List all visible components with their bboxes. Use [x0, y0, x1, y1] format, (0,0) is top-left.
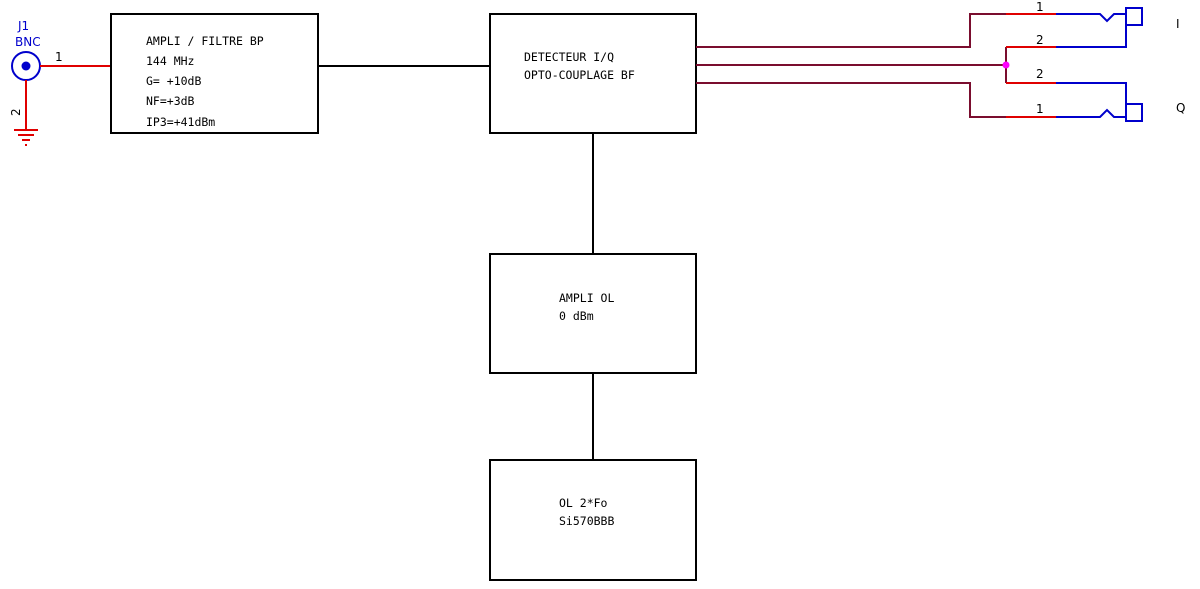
ol-line-2: Si570BBB [559, 514, 614, 528]
output-q-label: Q [1176, 101, 1185, 115]
j1-bnc-connector[interactable]: J1 BNC [11, 19, 41, 81]
output-nets [696, 13, 1056, 118]
detecteur-line-2: OPTO-COUPLAGE BF [524, 68, 635, 82]
ground-symbol [14, 129, 38, 146]
ol-line-1: OL 2*Fo [559, 496, 608, 510]
ampli-filtre-line-5: IP3=+41dBm [146, 115, 215, 129]
net-q-signal [696, 82, 1006, 118]
q-pin-top-number: 2 [1036, 67, 1044, 81]
j1-pin2-number: 2 [9, 108, 23, 116]
output-jack-q[interactable] [1056, 82, 1143, 122]
ampli-filtre-line-2: 144 MHz [146, 54, 194, 68]
bnc-center-pin [21, 61, 31, 71]
output-pin-stubs [1006, 13, 1056, 118]
junction-dot [1002, 61, 1010, 69]
j1-pin1-number: 1 [55, 50, 63, 64]
block-ampli-ol[interactable]: AMPLI OL 0 dBm [489, 253, 697, 374]
detecteur-line-1: DETECTEUR I/Q [524, 50, 614, 64]
ampli-filtre-line-4: NF=+3dB [146, 94, 195, 108]
net-i-signal [696, 13, 1006, 48]
ampli-ol-line-2: 0 dBm [559, 309, 594, 323]
output-jack-i[interactable] [1056, 7, 1143, 48]
q-pin-bottom-number: 1 [1036, 102, 1044, 116]
output-i-label: I [1176, 17, 1180, 31]
block-ol[interactable]: OL 2*Fo Si570BBB [489, 459, 697, 581]
block-detecteur-iq[interactable]: DETECTEUR I/Q OPTO-COUPLAGE BF [489, 13, 697, 134]
j1-value-label: BNC [15, 35, 41, 49]
block-ampli-filtre[interactable]: AMPLI / FILTRE BP 144 MHz G= +10dB NF=+3… [110, 13, 319, 134]
ampli-filtre-line-3: G= +10dB [146, 74, 201, 88]
j1-ref-label: J1 [17, 19, 29, 33]
ampli-filtre-line-1: AMPLI / FILTRE BP [146, 34, 264, 48]
ampli-ol-line-1: AMPLI OL [559, 291, 614, 305]
i-pin-top-number: 1 [1036, 0, 1044, 14]
i-pin-bottom-number: 2 [1036, 33, 1044, 47]
